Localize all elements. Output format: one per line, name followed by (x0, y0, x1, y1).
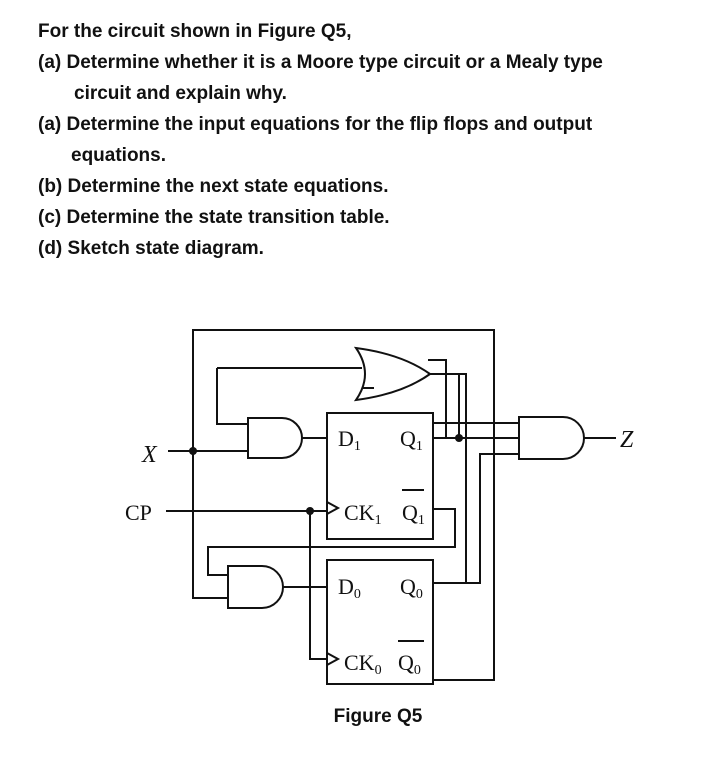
label-input-x: X (141, 442, 158, 468)
wire-qbar0-loop (192, 329, 495, 681)
ff1-qbar-label: Q1 (402, 500, 425, 528)
question-part-b: (b) Determine the next state equations. (38, 176, 389, 197)
and-gate-1 (247, 417, 303, 459)
question-part-a-type: (a) Determine whether it is a Moore type… (38, 52, 603, 73)
question-intro: For the circuit shown in Figure Q5, (38, 21, 352, 42)
and-gate-0 (227, 565, 284, 609)
junction-dot-x (189, 447, 197, 455)
ff0-qbar-label: Q0 (398, 650, 421, 678)
wire-or-feedback (428, 359, 447, 439)
ff0-q-label: Q0 (400, 574, 423, 602)
wire-qbar1-to-and0 (207, 508, 456, 576)
and-gate-output (518, 416, 585, 460)
ff0-ck-label: CK0 (344, 650, 382, 678)
ff1-q-label: Q1 (400, 426, 423, 454)
question-part-d: (d) Sketch state diagram. (38, 238, 264, 259)
ff1-clock-triangle (326, 501, 341, 515)
ff0-d-label: D0 (338, 574, 361, 602)
figure-caption: Figure Q5 (333, 706, 423, 727)
question-part-a-type-cont: circuit and explain why. (74, 83, 287, 104)
ff1-d-label: D1 (338, 426, 361, 454)
wire-x-to-and0 (192, 451, 228, 599)
flip-flop-1-box (326, 412, 434, 540)
wire-or-to-and1 (216, 368, 248, 425)
ff1-ck-label: CK1 (344, 500, 382, 528)
question-part-a-equations-cont: equations. (71, 145, 167, 166)
label-input-cp: CP (125, 500, 152, 525)
question-part-a-equations: (a) Determine the input equations for th… (38, 114, 593, 135)
wire-q0-to-and-output (433, 453, 519, 584)
junction-dot-q1 (455, 434, 463, 442)
ff0-clock-triangle (326, 652, 341, 666)
wire-cp-to-ck0 (309, 511, 327, 660)
question-part-c: (c) Determine the state transition table… (38, 207, 390, 228)
junction-dot-cp (306, 507, 314, 515)
or-gate (353, 346, 432, 402)
flip-flop-0-box (326, 559, 434, 685)
question-text: For the circuit shown in Figure Q5, (a) … (38, 16, 698, 264)
label-output-z: Z (620, 427, 634, 453)
